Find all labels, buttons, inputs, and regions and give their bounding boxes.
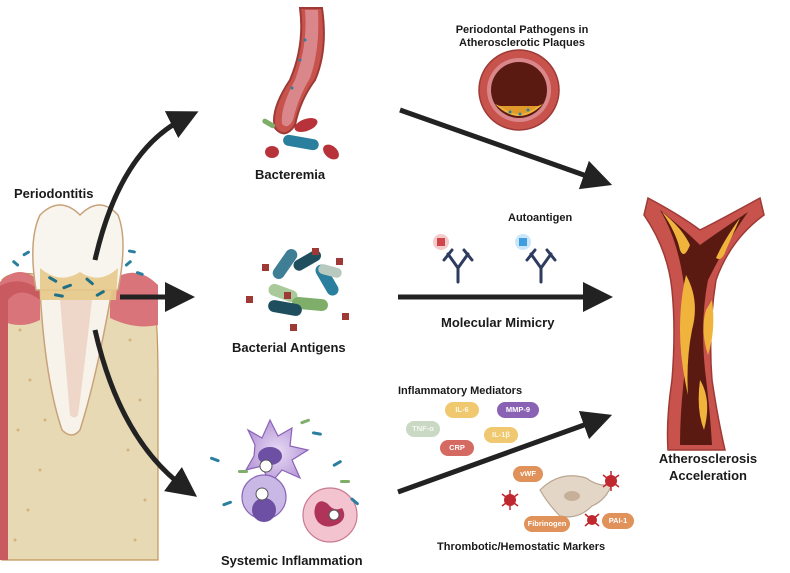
marker-pai1: PAI-1: [602, 513, 634, 529]
marker-vwf: vWF: [513, 466, 543, 482]
periodontitis-label: Periodontitis: [14, 186, 94, 201]
pathogens-in-plaques-label: Periodontal Pathogens in Atherosclerotic…: [437, 24, 607, 50]
autoantigen-label: Autoantigen: [508, 212, 573, 224]
platelet-illustration: [501, 471, 620, 527]
plaque-cross-section: [478, 49, 560, 131]
bacterial-antigens-illustration: [246, 248, 349, 331]
mediator-il1b: IL-1β: [484, 427, 518, 443]
mediator-crp: CRP: [440, 440, 474, 456]
pathogens-label-line1: Periodontal Pathogens in: [455, 24, 589, 36]
inflammatory-mediators-label: Inflammatory Mediators: [398, 385, 523, 397]
pathogens-label-line2: Atherosclerotic Plaques: [459, 37, 585, 49]
mediator-tnf: TNF-α: [406, 421, 440, 437]
atherosclerosis-acceleration-label: Atherosclerosis Acceleration: [648, 450, 768, 484]
mediator-il6: IL-6: [445, 402, 479, 418]
bacterial-antigens-label: Bacterial Antigens: [232, 340, 346, 355]
artery-illustration: [643, 196, 765, 451]
outcome-line2: Acceleration: [668, 468, 748, 483]
immune-cells-illustration: [210, 418, 359, 543]
bacteremia-illustration: [262, 7, 339, 160]
thrombotic-markers-label: Thrombotic/Hemostatic Markers: [437, 541, 606, 553]
bacteremia-label: Bacteremia: [255, 167, 326, 182]
outcome-line1: Atherosclerosis: [658, 451, 758, 466]
tooth-illustration: [0, 204, 159, 561]
autoantigen-red-icon: [437, 238, 445, 246]
marker-fibrinogen: Fibrinogen: [524, 516, 570, 532]
molecular-mimicry-label: Molecular Mimicry: [441, 315, 555, 330]
arrows: [92, 107, 613, 497]
systemic-inflammation-label: Systemic Inflammation: [221, 553, 363, 568]
autoantigen-blue-icon: [519, 238, 527, 246]
antibody-icons: [442, 248, 557, 284]
mediator-mmp9: MMP-9: [497, 402, 539, 418]
